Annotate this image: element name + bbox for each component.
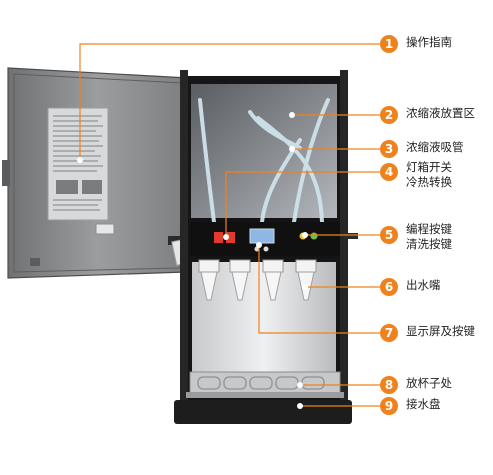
callout-concentrate-area: 2 浓缩液放置区 xyxy=(380,106,475,124)
callout-number: 1 xyxy=(380,35,398,53)
callout-label: 显示屏及按键 xyxy=(406,324,475,338)
callout-leaders xyxy=(79,43,380,407)
clean-button[interactable] xyxy=(310,232,318,240)
display-screen xyxy=(249,228,275,244)
callout-label: 出水嘴 xyxy=(406,278,441,292)
callout-drip-tray: 9 接水盘 xyxy=(380,397,441,415)
callout-operation-guide: 1 操作指南 xyxy=(380,35,452,53)
cabinet-door xyxy=(2,67,193,279)
callout-label: 浓缩液吸管 xyxy=(406,140,464,154)
dispensing-nozzles xyxy=(198,259,317,301)
callout-label: 操作指南 xyxy=(406,35,452,49)
callout-display: 7 显示屏及按键 xyxy=(380,324,475,342)
callout-number: 3 xyxy=(380,140,398,158)
concentrate-storage-area xyxy=(191,84,337,218)
callout-label: 浓缩液放置区 xyxy=(406,106,475,120)
callout-label: 接水盘 xyxy=(406,397,441,411)
operation-guide-sheet xyxy=(47,107,109,221)
callout-cup-area: 8 放杯子处 xyxy=(380,376,452,394)
callout-label: 编程按键清洗按键 xyxy=(406,222,452,251)
callout-dots xyxy=(77,112,308,409)
display-button[interactable] xyxy=(263,246,269,252)
callout-nozzle: 6 出水嘴 xyxy=(380,278,441,296)
hot-cold-switch[interactable] xyxy=(226,232,235,243)
callout-program-buttons: 5 编程按键清洗按键 xyxy=(380,222,452,252)
callout-number: 9 xyxy=(380,397,398,415)
callout-label: 灯箱开关冷热转换 xyxy=(406,160,452,189)
callout-number: 4 xyxy=(380,163,398,181)
callout-number: 6 xyxy=(380,278,398,296)
nozzle xyxy=(262,259,284,301)
nozzle xyxy=(198,259,220,301)
drip-tray xyxy=(186,371,344,398)
callout-number: 7 xyxy=(380,324,398,342)
light-box-switch[interactable] xyxy=(214,232,223,243)
concentrate-tubes xyxy=(198,98,330,224)
callout-light-switch: 4 灯箱开关冷热转换 xyxy=(380,160,452,190)
nozzle xyxy=(229,259,251,301)
callout-label: 放杯子处 xyxy=(406,376,452,390)
callout-number: 5 xyxy=(380,226,398,244)
callout-number: 2 xyxy=(380,106,398,124)
callout-number: 8 xyxy=(380,376,398,394)
control-panel xyxy=(190,222,358,256)
callout-concentrate-tube: 3 浓缩液吸管 xyxy=(380,140,464,158)
